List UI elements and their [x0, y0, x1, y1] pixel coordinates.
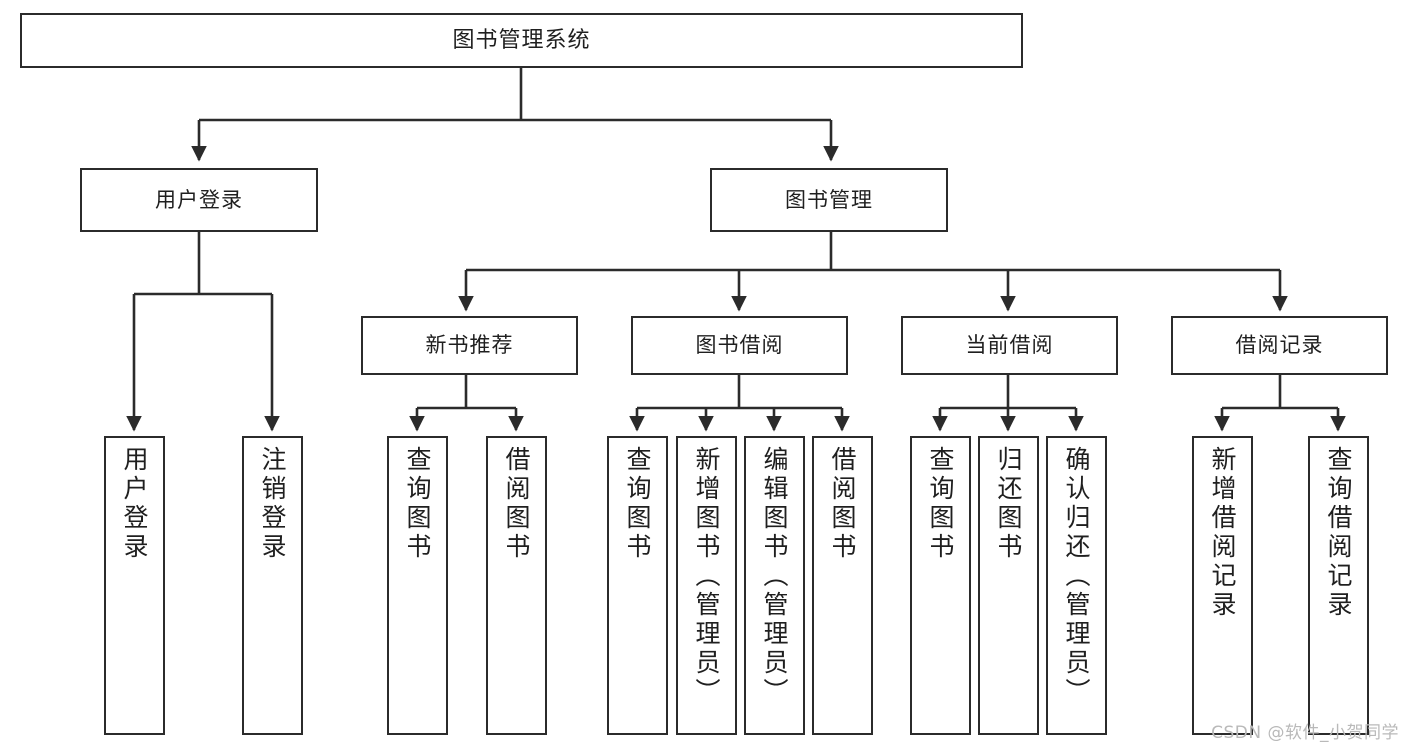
- leaf-record-add-label: 新增借阅记录: [1208, 446, 1237, 620]
- leaf-logout-label: 注销登录: [258, 446, 287, 562]
- leaf-current-query-book[interactable]: 查询图书: [910, 436, 971, 735]
- leaf-borrow-edit-book[interactable]: 编辑图书（管理员）: [744, 436, 805, 735]
- leaf-current-confirm-return[interactable]: 确认归还（管理员）: [1046, 436, 1107, 735]
- node-user-login-label: 用户登录: [155, 187, 243, 212]
- leaf-borrow-add-book[interactable]: 新增图书（管理员）: [676, 436, 737, 735]
- leaf-record-query-label: 查询借阅记录: [1324, 446, 1353, 620]
- leaf-logout[interactable]: 注销登录: [242, 436, 303, 735]
- node-new-book-recommend[interactable]: 新书推荐: [361, 316, 578, 375]
- leaf-user-login[interactable]: 用户登录: [104, 436, 165, 735]
- node-book-management[interactable]: 图书管理: [710, 168, 948, 232]
- leaf-borrow-add-book-label: 新增图书（管理员）: [692, 446, 721, 707]
- leaf-newbook-borrow-book-label: 借阅图书: [502, 446, 531, 562]
- node-book-borrow-label: 图书借阅: [695, 333, 784, 358]
- node-root-system[interactable]: 图书管理系统: [20, 13, 1023, 68]
- node-current-borrow[interactable]: 当前借阅: [901, 316, 1118, 375]
- leaf-borrow-lend-book-label: 借阅图书: [828, 446, 857, 562]
- node-user-login[interactable]: 用户登录: [80, 168, 318, 232]
- leaf-current-confirm-return-label: 确认归还（管理员）: [1062, 446, 1091, 707]
- node-borrow-record[interactable]: 借阅记录: [1171, 316, 1388, 375]
- csdn-watermark: CSDN @软件_小贺同学: [1211, 723, 1399, 743]
- leaf-newbook-query-book[interactable]: 查询图书: [387, 436, 448, 735]
- node-book-management-label: 图书管理: [785, 187, 873, 212]
- leaf-borrow-edit-book-label: 编辑图书（管理员）: [760, 446, 789, 707]
- leaf-record-query[interactable]: 查询借阅记录: [1308, 436, 1369, 735]
- node-current-borrow-label: 当前借阅: [965, 333, 1054, 358]
- node-borrow-record-label: 借阅记录: [1235, 333, 1324, 358]
- leaf-record-add[interactable]: 新增借阅记录: [1192, 436, 1253, 735]
- leaf-newbook-borrow-book[interactable]: 借阅图书: [486, 436, 547, 735]
- leaf-borrow-query-book[interactable]: 查询图书: [607, 436, 668, 735]
- node-new-book-recommend-label: 新书推荐: [425, 333, 514, 358]
- node-root-system-label: 图书管理系统: [452, 27, 591, 53]
- leaf-current-return-book-label: 归还图书: [994, 446, 1023, 562]
- leaf-newbook-query-book-label: 查询图书: [403, 446, 432, 562]
- leaf-current-query-book-label: 查询图书: [926, 446, 955, 562]
- leaf-borrow-lend-book[interactable]: 借阅图书: [812, 436, 873, 735]
- leaf-user-login-label: 用户登录: [120, 446, 149, 562]
- leaf-borrow-query-book-label: 查询图书: [623, 446, 652, 562]
- node-book-borrow[interactable]: 图书借阅: [631, 316, 848, 375]
- leaf-current-return-book[interactable]: 归还图书: [978, 436, 1039, 735]
